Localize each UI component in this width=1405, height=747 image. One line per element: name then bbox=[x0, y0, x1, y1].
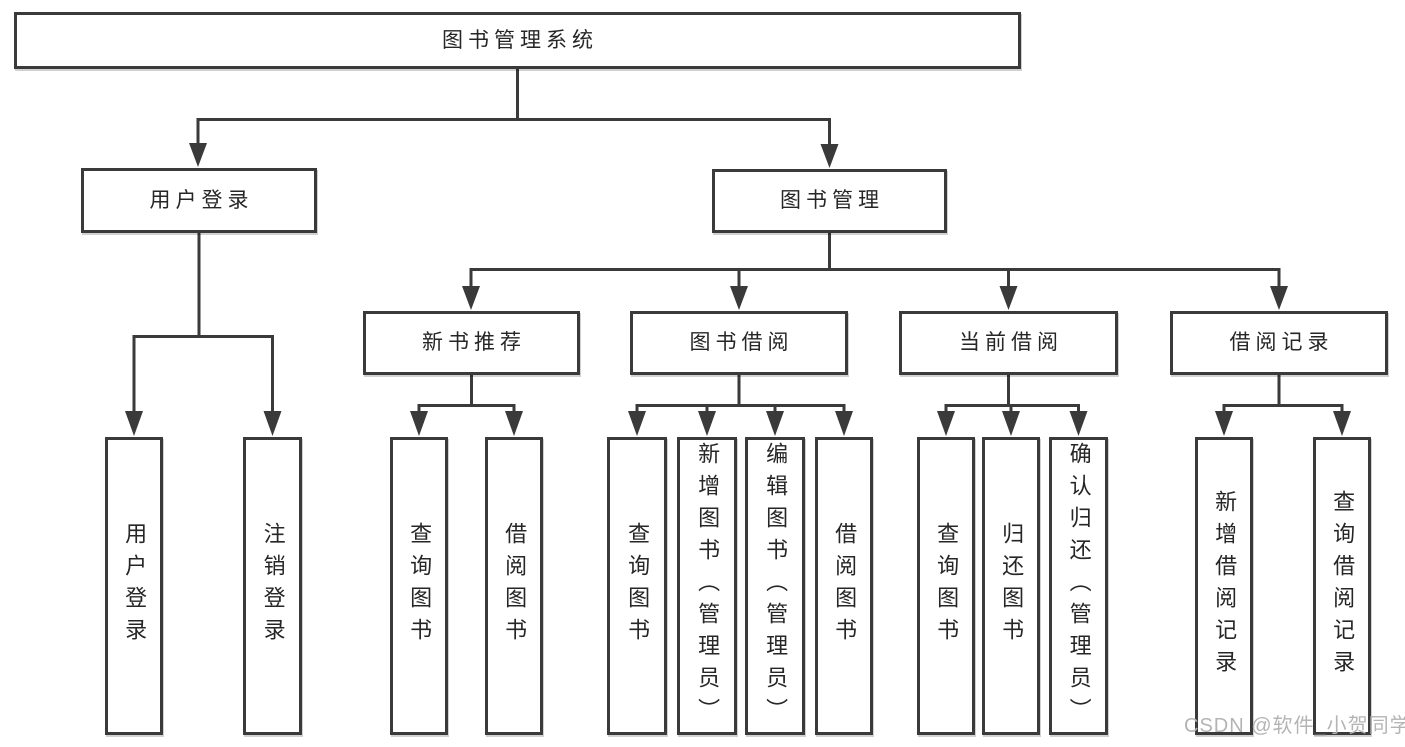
node-book-management-label: 图书管理 bbox=[780, 189, 884, 213]
leaf-borrow-borrow-books: 借阅图书 bbox=[815, 437, 873, 735]
node-borrow-records: 借阅记录 bbox=[1170, 311, 1388, 375]
leaf-user-login: 用户登录 bbox=[105, 437, 163, 735]
leaf-borrow-add-books-admin: 新增图书（管理员） bbox=[677, 437, 737, 735]
node-library-system-label: 图书管理系统 bbox=[442, 28, 598, 52]
leaf-records-query-record: 查询借阅记录 bbox=[1313, 437, 1371, 735]
node-book-borrow: 图书借阅 bbox=[630, 311, 848, 375]
leaf-recommend-borrow-books: 借阅图书 bbox=[485, 437, 543, 735]
node-current-borrow-label: 当前借阅 bbox=[959, 331, 1063, 355]
node-borrow-records-label: 借阅记录 bbox=[1229, 331, 1334, 355]
node-user-login: 用户登录 bbox=[81, 168, 317, 233]
node-book-management: 图书管理 bbox=[712, 169, 947, 233]
leaf-current-query-books: 查询图书 bbox=[917, 437, 975, 735]
leaf-recommend-query-books: 查询图书 bbox=[390, 437, 448, 735]
node-new-book-recommend: 新书推荐 bbox=[363, 311, 580, 375]
arrowhead-icons bbox=[125, 143, 1351, 436]
node-user-login-label: 用户登录 bbox=[149, 188, 254, 212]
leaf-current-confirm-return-admin: 确认归还（管理员） bbox=[1049, 437, 1108, 735]
leaf-current-return-books: 归还图书 bbox=[982, 437, 1040, 735]
csdn-watermark: CSDN @软件_小贺同学 bbox=[1184, 715, 1405, 737]
leaf-logout: 注销登录 bbox=[243, 437, 302, 735]
node-current-borrow: 当前借阅 bbox=[899, 311, 1118, 375]
leaf-borrow-edit-books-admin: 编辑图书（管理员） bbox=[745, 437, 805, 735]
leaf-records-add-record: 新增借阅记录 bbox=[1195, 437, 1253, 735]
node-library-system: 图书管理系统 bbox=[14, 12, 1021, 69]
node-book-borrow-label: 图书借阅 bbox=[689, 331, 794, 355]
leaf-borrow-query-books: 查询图书 bbox=[607, 437, 667, 735]
node-new-book-recommend-label: 新书推荐 bbox=[422, 331, 526, 355]
